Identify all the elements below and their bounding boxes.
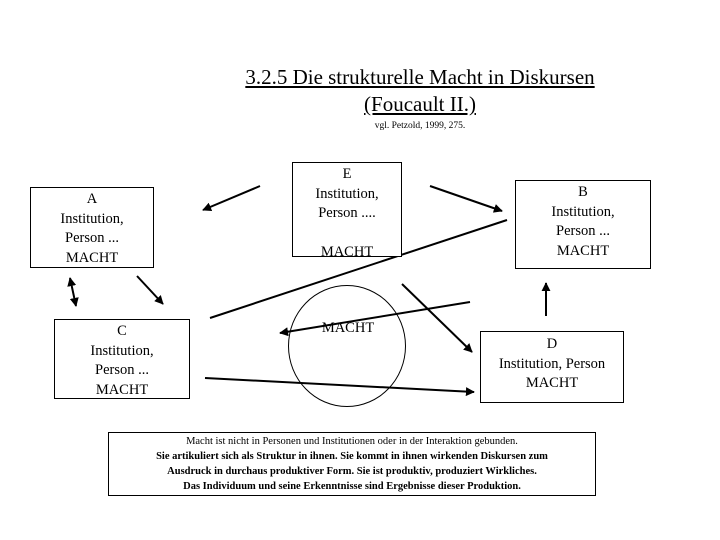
node-c: C Institution, Person ... MACHT xyxy=(54,319,190,399)
note-line-4: Das Individuum und seine Erkenntnisse si… xyxy=(183,481,521,492)
note-line-3: Ausdruck in durchaus produktiver Form. S… xyxy=(167,466,537,477)
note-line-1: Macht ist nicht in Personen und Institut… xyxy=(186,436,518,447)
title-line-1: 3.2.5 Die strukturelle Macht in Diskurse… xyxy=(245,65,595,89)
center-ellipse xyxy=(288,285,406,407)
line-c-to-b xyxy=(209,219,508,319)
title-line-2: (Foucault II.) xyxy=(364,92,476,116)
arrow-center-to-d xyxy=(401,283,473,353)
arrow-a-to-c xyxy=(67,277,79,307)
arrow-e-to-a xyxy=(202,185,261,212)
center-label: MACHT xyxy=(321,320,375,336)
source-citation: vgl. Petzold, 1999, 275. xyxy=(374,121,466,131)
diagram-title: 3.2.5 Die strukturelle Macht in Diskurse… xyxy=(190,64,650,118)
note-line-2: Sie artikuliert sich als Struktur in ihn… xyxy=(156,451,548,462)
arrow-a-to-center xyxy=(136,275,164,305)
node-b: B Institution, Person ... MACHT xyxy=(515,180,651,269)
node-e: E Institution, Person .... MACHT xyxy=(292,162,402,260)
arrow-e-to-b xyxy=(429,185,503,213)
node-a: A Institution, Person ... MACHT xyxy=(30,187,154,268)
explanation-box: Macht ist nicht in Personen und Institut… xyxy=(108,432,596,496)
node-d: D Institution, Person MACHT xyxy=(480,331,624,403)
